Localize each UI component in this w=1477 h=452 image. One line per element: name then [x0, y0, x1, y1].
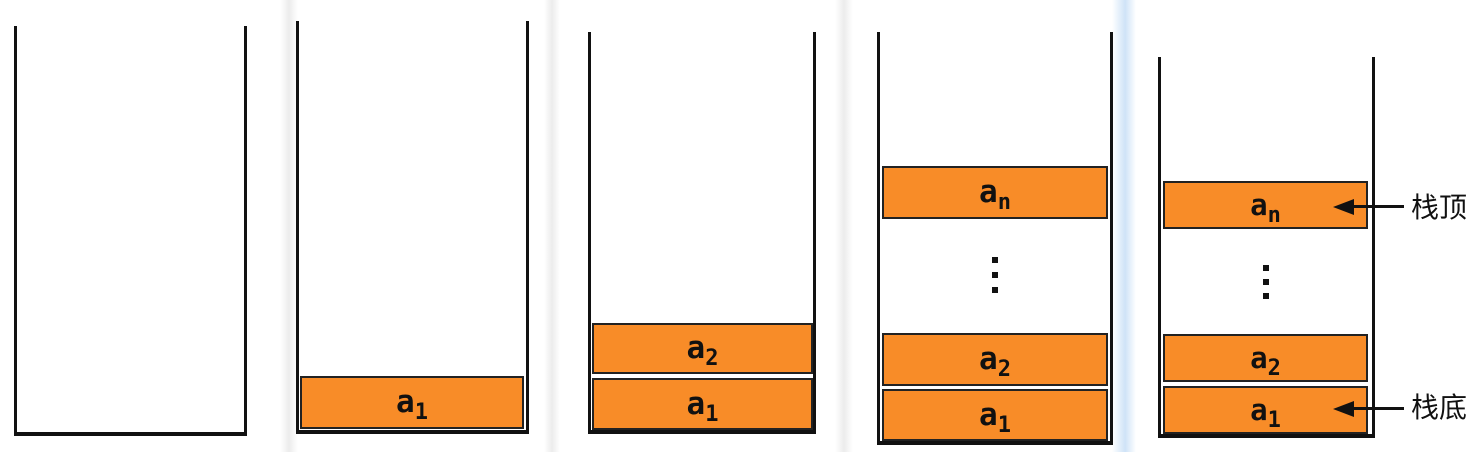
ellipsis-dot [992, 272, 998, 278]
panel-separator [280, 0, 298, 452]
stack-element-a1: a1 [592, 378, 813, 430]
stack-element-label: a1 [686, 385, 719, 427]
panel-separator [1112, 0, 1136, 452]
stack-element-a2: a2 [592, 323, 813, 374]
stack-bottom-arrow-line [1352, 407, 1404, 410]
stack-element-a2: a2 [1163, 334, 1368, 382]
stack-element-a1: a1 [882, 389, 1108, 441]
stack-element-label: an [979, 174, 1011, 216]
stack-element-label: a1 [396, 384, 428, 426]
vertical-ellipsis-icon [992, 257, 998, 293]
arrow-left-icon [1333, 401, 1354, 417]
stack-container-outline [14, 26, 247, 436]
stack-top-arrow-line [1352, 205, 1404, 208]
ellipsis-dot [1263, 279, 1269, 285]
stack-element-label: a2 [686, 330, 719, 372]
vertical-ellipsis-icon [1263, 265, 1269, 299]
stack-stage-n-elements: an a2 a1 [877, 32, 1113, 445]
ellipsis-dot [1263, 265, 1269, 271]
stack-element-label: a1 [1250, 392, 1281, 433]
stack-element-label: an [1250, 187, 1281, 228]
stack-bottom-label: 栈底 [1411, 391, 1468, 424]
arrow-left-icon [1333, 199, 1354, 215]
panel-separator [835, 0, 853, 452]
panel-separator [544, 0, 560, 452]
stack-element-an: an [882, 166, 1108, 219]
stack-element-label: a2 [1250, 340, 1281, 381]
ellipsis-dot [992, 257, 998, 263]
stack-stage-empty [14, 26, 247, 436]
stack-container-outline [296, 21, 529, 434]
ellipsis-dot [992, 287, 998, 293]
stack-element-label: a2 [979, 341, 1011, 383]
stack-top-label: 栈顶 [1411, 191, 1468, 224]
stack-element-a2: a2 [882, 333, 1108, 386]
ellipsis-dot [1263, 293, 1269, 299]
stack-stage-one-element: a1 [296, 21, 529, 434]
stack-element-label: a1 [979, 396, 1011, 438]
stack-stage-two-elements: a2 a1 [588, 32, 816, 434]
stack-stage-n-elements-labeled: an a2 a1 [1158, 57, 1375, 438]
stack-element-a1: a1 [300, 376, 524, 429]
